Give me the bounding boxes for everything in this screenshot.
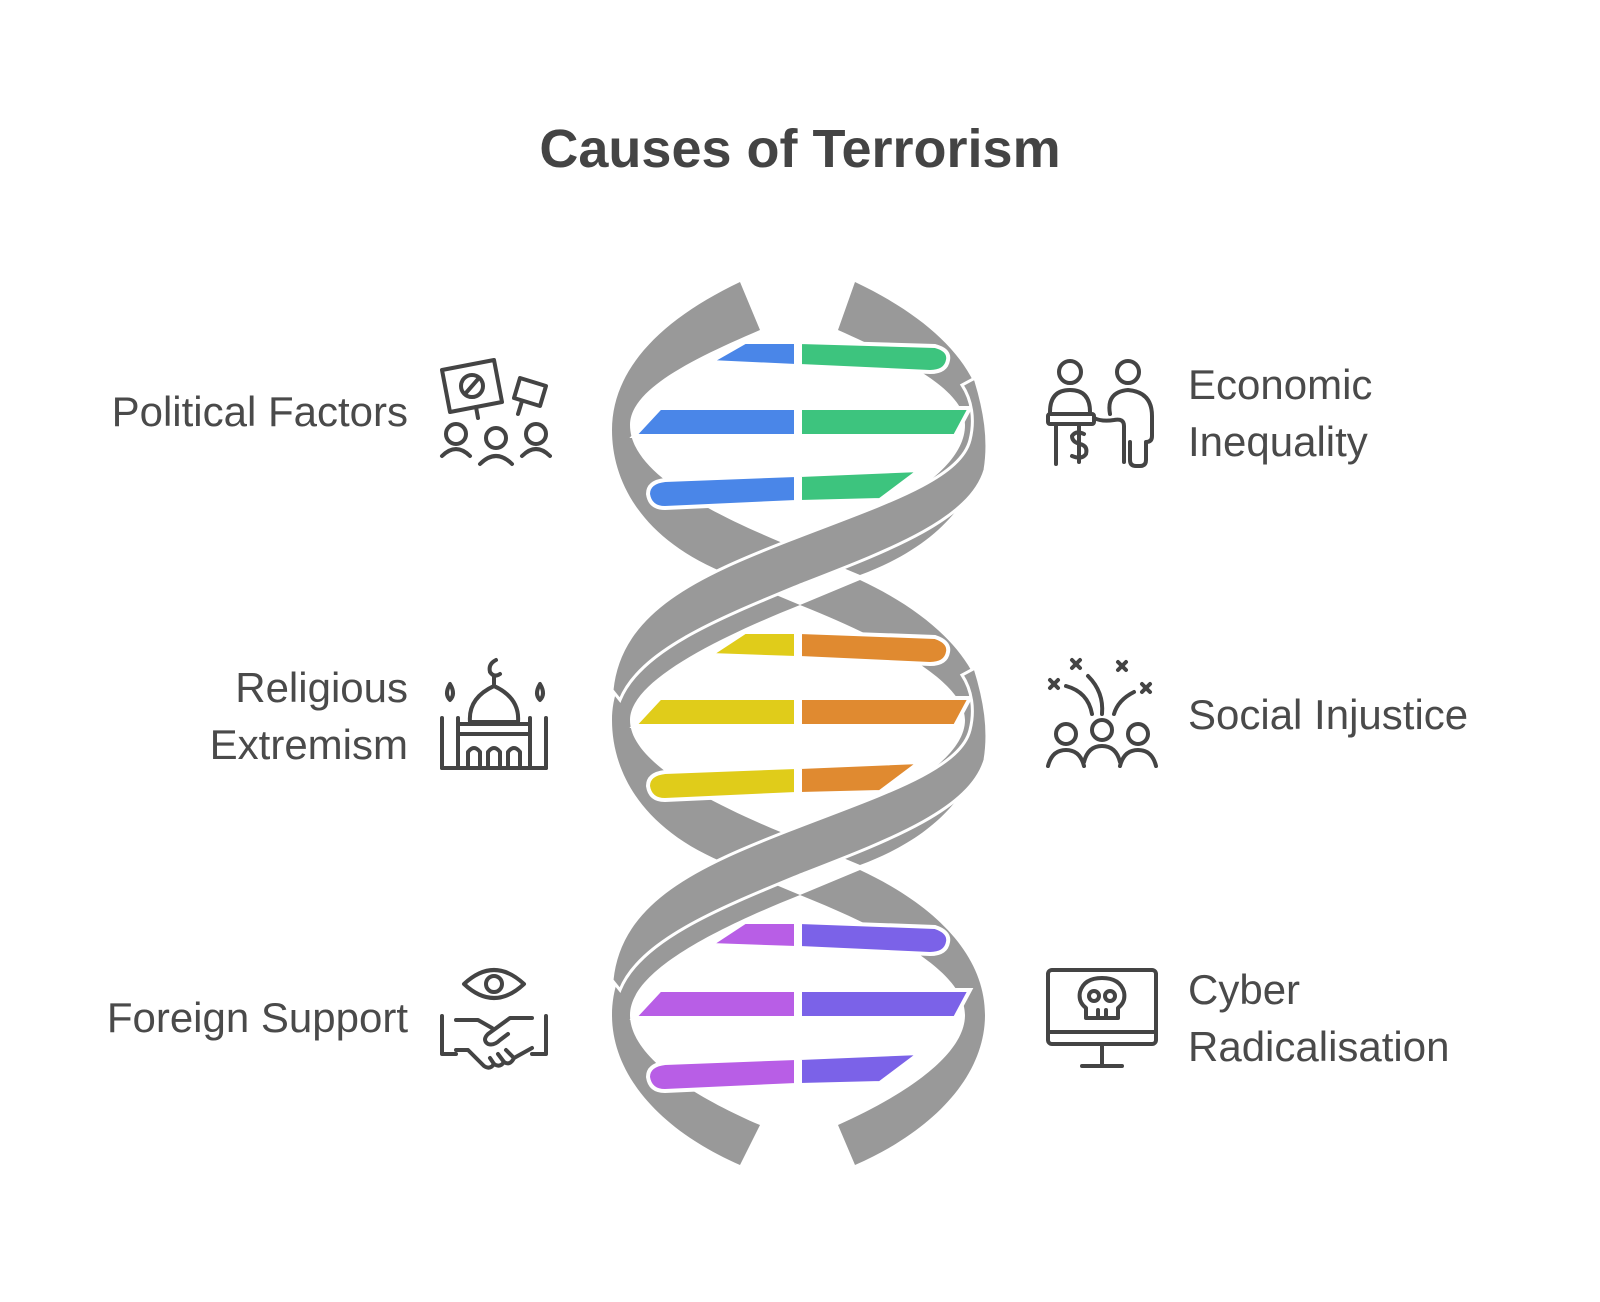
cause-label-economic-inequality: Economic Inequality: [1188, 361, 1373, 465]
eye-handshake-icon: [436, 958, 552, 1074]
diagram-title: Causes of Terrorism: [539, 119, 1061, 179]
cause-label-religious-extremism: Religious Extremism: [209, 664, 408, 768]
people-money-icon: [1044, 356, 1160, 472]
cause-label-foreign-support: Foreign Support: [106, 994, 408, 1041]
helix-rungs: [629, 339, 974, 1094]
crowd-conflict-icon: [1044, 656, 1160, 772]
mosque-icon: [436, 656, 552, 772]
protest-sign-crowd-icon: [436, 356, 552, 472]
cause-label-social-injustice: Social Injustice: [1188, 691, 1469, 738]
cause-label-political-factors: Political Factors: [111, 388, 408, 435]
helix-front-strands: [610, 375, 989, 993]
monitor-skull-icon: [1044, 960, 1160, 1076]
cause-label-cyber-radicalisation: Cyber Radicalisation: [1188, 966, 1450, 1070]
